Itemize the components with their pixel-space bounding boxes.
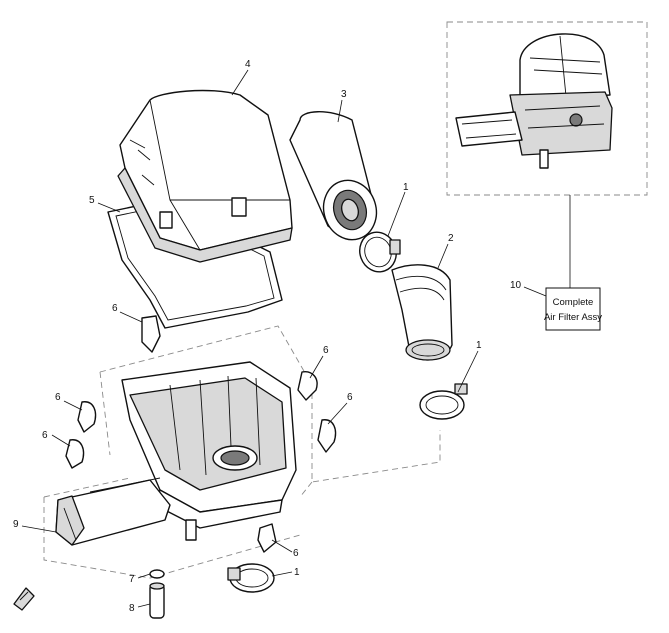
assembly-label-line1: Complete	[553, 297, 594, 308]
retaining-clip-e	[317, 419, 337, 453]
clamp-middle	[419, 383, 468, 420]
callout-10: 10	[510, 280, 522, 291]
corner-marker-icon	[13, 587, 35, 611]
filter-element	[289, 111, 378, 241]
assembly-label-line2: Air Filter Assy	[544, 312, 602, 323]
lower-housing-frame	[43, 325, 441, 579]
retaining-clip-d	[65, 439, 85, 469]
callout-9: 9	[13, 519, 19, 530]
callout-7: 7	[129, 574, 135, 585]
callout-1-middle: 1	[476, 340, 482, 351]
callout-5: 5	[89, 195, 95, 206]
callout-6-e: 6	[42, 430, 48, 441]
retaining-clip-f	[257, 523, 277, 553]
retaining-clip-c	[77, 401, 97, 433]
small-fitting	[149, 569, 165, 579]
callout-6-a: 6	[112, 303, 118, 314]
complete-assembly-thumbnail	[455, 33, 613, 169]
callout-6-d: 6	[55, 392, 61, 403]
clamp-lower	[227, 563, 275, 593]
callout-1-lower: 1	[294, 567, 300, 578]
callout-6-c: 6	[347, 392, 353, 403]
callout-6-b: 6	[323, 345, 329, 356]
callout-6-f: 6	[293, 548, 299, 559]
retaining-clip-b	[297, 371, 318, 401]
assembly-inset-frame	[446, 21, 648, 196]
clamp-upper	[359, 231, 401, 273]
callout-8: 8	[129, 603, 135, 614]
airbox-cover	[117, 89, 293, 263]
elbow-hose	[391, 264, 453, 361]
drain-tube	[149, 582, 165, 619]
callout-4: 4	[245, 59, 251, 70]
airbox-lower-housing	[121, 361, 297, 541]
callout-3: 3	[341, 89, 347, 100]
assembly-label-box	[545, 287, 601, 331]
retaining-clip-a	[141, 315, 161, 353]
leader-lines	[21, 69, 547, 608]
intake-duct	[55, 477, 171, 546]
callout-1-upper: 1	[403, 182, 409, 193]
callout-2: 2	[448, 233, 454, 244]
